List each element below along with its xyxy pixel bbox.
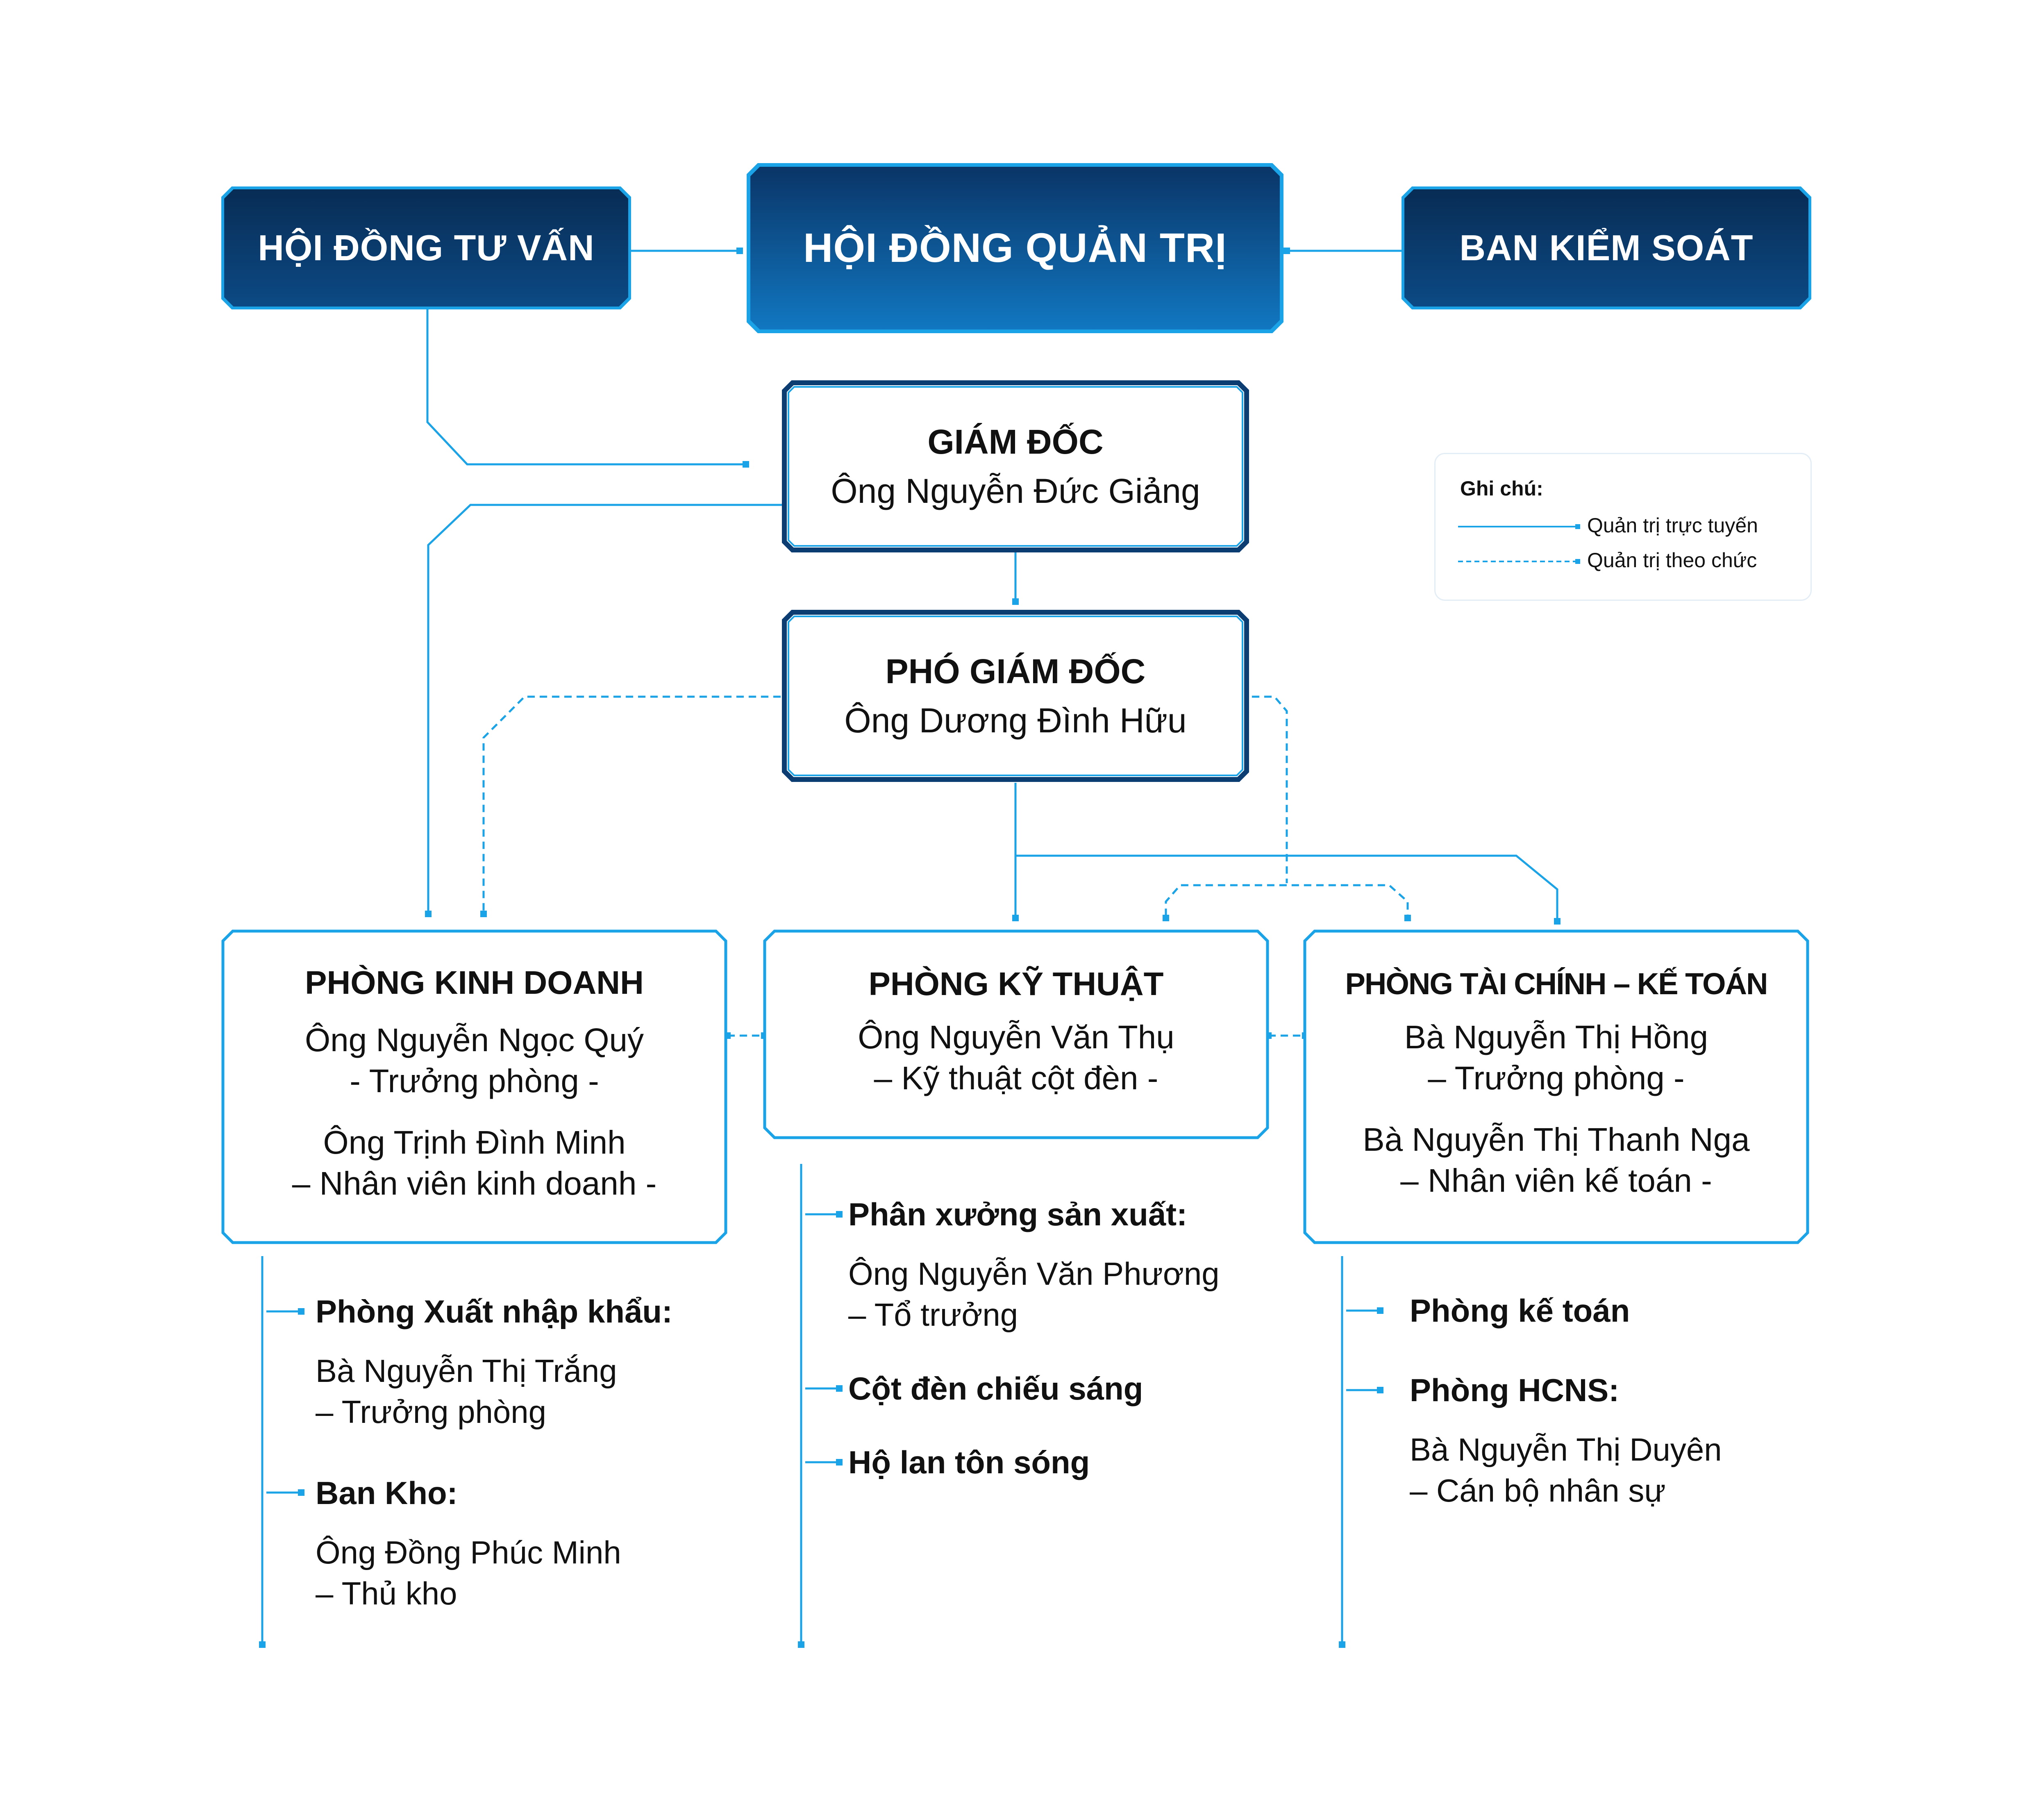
- subunit-phong-ke-toan[interactable]: Phòng kế toán: [1410, 1288, 1630, 1333]
- box-frame: [763, 929, 1269, 1139]
- dash-phogiamdoc-kinhdoanh: [482, 695, 781, 914]
- box-frame: [1402, 186, 1811, 309]
- subunit-ban-kho[interactable]: Ban Kho: Ông Đồng Phúc Minh – Thủ kho: [316, 1470, 621, 1614]
- giam-doc-box[interactable]: GIÁM ĐỐC Ông Nguyễn Đức Giảng: [782, 380, 1249, 552]
- dash-phogiamdoc-right: [1252, 695, 1288, 883]
- hoi-dong-tu-van-box[interactable]: HỘI ĐỒNG TƯ VẤN: [221, 186, 631, 309]
- phong-ky-thuat-box[interactable]: PHÒNG KỸ THUẬT Ông Nguyễn Văn Thụ – Kỹ t…: [763, 929, 1269, 1139]
- person-role: - Trưởng phòng -: [350, 1063, 599, 1099]
- subunit-title: Phòng Xuất nhập khẩu:: [316, 1293, 672, 1329]
- legend-solid-label: Quản trị trực tuyến: [1587, 514, 1758, 537]
- phong-tai-chinh-ke-toan-box[interactable]: PHÒNG TÀI CHÍNH – KẾ TOÁN Bà Nguyễn Thị …: [1303, 929, 1809, 1244]
- legend: Ghi chú: Quản trị trực tuyến Quản trị th…: [1434, 453, 1812, 601]
- subunit-line: Ông Đồng Phúc Minh: [316, 1534, 621, 1570]
- person-name: Bà Nguyễn Thị Hồng: [1404, 1019, 1708, 1055]
- subunit-title: Ban Kho:: [316, 1475, 458, 1511]
- dept-title: PHÒNG KỸ THUẬT: [868, 966, 1164, 1002]
- subunit-title: Hộ lan tôn sóng: [848, 1444, 1090, 1480]
- subunit-phan-xuong[interactable]: Phân xưởng sản xuất: Ông Nguyễn Văn Phươ…: [848, 1192, 1220, 1335]
- box-frame: [747, 163, 1283, 333]
- person-role: – Kỹ thuật cột đèn -: [874, 1060, 1158, 1096]
- link-to-taichinh: [1015, 854, 1558, 921]
- person-role: – Trưởng phòng -: [1428, 1060, 1685, 1096]
- subunit-title: Phòng kế toán: [1410, 1293, 1630, 1329]
- legend-title: Ghi chú:: [1460, 477, 1543, 500]
- subunit-line: – Trưởng phòng: [316, 1394, 547, 1430]
- giam-doc-name: Ông Nguyễn Đức Giảng: [831, 472, 1200, 510]
- person-role: – Nhân viên kinh doanh -: [292, 1165, 657, 1202]
- giam-doc-title: GIÁM ĐỐC: [927, 423, 1104, 461]
- dept-title: PHÒNG KINH DOANH: [305, 964, 644, 1001]
- subunit-line: Bà Nguyễn Thị Duyên: [1410, 1431, 1722, 1468]
- box-frame: [1303, 929, 1809, 1244]
- pho-giam-doc-name: Ông Dương Đình Hữu: [844, 701, 1187, 740]
- subunit-line: – Thủ kho: [316, 1575, 457, 1611]
- subunit-title: Phân xưởng sản xuất:: [848, 1196, 1188, 1232]
- person-name: Ông Nguyễn Văn Thụ: [858, 1019, 1174, 1055]
- ban-kiem-soat-box[interactable]: BAN KIỂM SOÁT: [1402, 186, 1811, 309]
- link-tuvan-giamdoc: [426, 307, 746, 466]
- subunit-ho-lan[interactable]: Hộ lan tôn sóng: [848, 1440, 1090, 1485]
- person-name: Bà Nguyễn Thị Thanh Nga: [1363, 1121, 1750, 1158]
- dept-title: PHÒNG TÀI CHÍNH – KẾ TOÁN: [1345, 967, 1768, 1001]
- subunit-line: – Tổ trưởng: [848, 1297, 1018, 1333]
- box-frame: [221, 929, 727, 1244]
- person-name: Ông Nguyễn Ngọc Quý: [304, 1022, 644, 1058]
- phong-kinh-doanh-box[interactable]: PHÒNG KINH DOANH Ông Nguyễn Ngọc Quý - T…: [221, 929, 727, 1244]
- hoi-dong-tu-van-label: HỘI ĐỒNG TƯ VẤN: [258, 227, 595, 268]
- subunit-cot-den[interactable]: Cột đèn chiếu sáng: [848, 1366, 1143, 1411]
- legend-line-samples: [1458, 524, 1580, 564]
- pho-giam-doc-box[interactable]: PHÓ GIÁM ĐỐC Ông Dương Đình Hữu: [782, 610, 1249, 782]
- hoi-dong-quan-tri-box[interactable]: HỘI ĐỒNG QUẢN TRỊ: [747, 163, 1283, 333]
- person-role: – Nhân viên kế toán -: [1400, 1162, 1712, 1199]
- dash-kythuat-taichinh-top: [1165, 884, 1409, 916]
- hoi-dong-quan-tri-label: HỘI ĐỒNG QUẢN TRỊ: [803, 225, 1227, 271]
- box-frame: [782, 610, 1249, 782]
- subunit-line: – Cán bộ nhân sự: [1410, 1472, 1666, 1509]
- person-name: Ông Trịnh Đình Minh: [323, 1124, 626, 1161]
- subunit-line: Bà Nguyễn Thị Trắng: [316, 1353, 617, 1389]
- pho-giam-doc-title: PHÓ GIÁM ĐỐC: [885, 652, 1146, 691]
- box-frame: [221, 186, 631, 309]
- subunit-phong-hcns[interactable]: Phòng HCNS: Bà Nguyễn Thị Duyên – Cán bộ…: [1410, 1368, 1722, 1511]
- legend-dashed-label: Quản trị theo chức: [1587, 549, 1757, 572]
- link-giamdoc-kinhdoanh: [427, 504, 783, 914]
- ban-kiem-soat-label: BAN KIỂM SOÁT: [1459, 227, 1754, 268]
- subunit-title: Phòng HCNS:: [1410, 1372, 1620, 1408]
- subunit-xuat-nhap-khau[interactable]: Phòng Xuất nhập khẩu: Bà Nguyễn Thị Trắn…: [316, 1289, 672, 1432]
- subunit-line: Ông Nguyễn Văn Phương: [848, 1256, 1220, 1292]
- box-frame: [782, 380, 1249, 552]
- subunit-title: Cột đèn chiếu sáng: [848, 1370, 1143, 1406]
